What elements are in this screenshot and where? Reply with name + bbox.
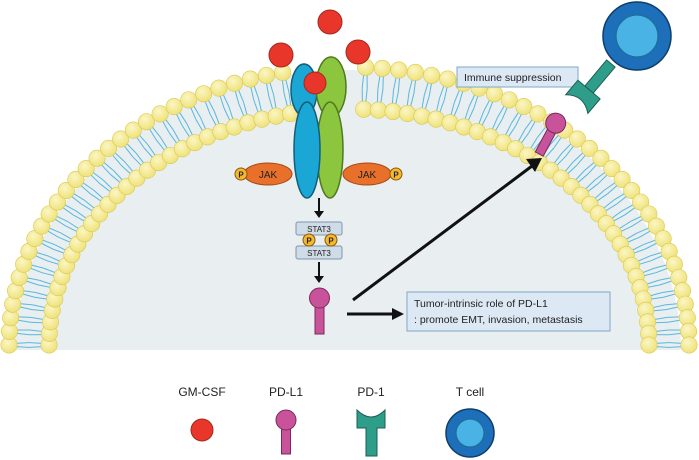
- lipid-head: [369, 101, 387, 119]
- lipid-head: [67, 170, 85, 188]
- pdl1-membrane: [534, 112, 567, 157]
- tumor-intrinsic-line1: Tumor-intrinsic role of PD-L1: [414, 298, 548, 310]
- lipid-head: [680, 336, 698, 354]
- stat3-bottom-label: STAT3: [307, 249, 331, 258]
- lipid-head: [112, 130, 130, 148]
- lipid-head: [57, 182, 75, 200]
- tcell: [602, 1, 672, 71]
- lipid-head: [77, 160, 95, 178]
- legend-pd1-label: PD-1: [357, 385, 385, 399]
- lipid-head: [137, 113, 155, 131]
- stat3-phospho-right-label: P: [328, 237, 334, 246]
- lipid-head: [390, 61, 408, 79]
- legend: GM-CSF PD-L1 PD-1 T cell: [178, 385, 495, 458]
- lipid-head: [225, 74, 243, 92]
- receptor-beta-chain: [316, 101, 344, 199]
- legend-gmcsf-icon: [190, 418, 214, 442]
- pd1-on-tcell: [564, 59, 616, 115]
- legend-tcell-icon: [445, 408, 495, 458]
- lipid-head: [623, 182, 641, 200]
- lipid-head: [267, 107, 285, 125]
- tumor-intrinsic-box: Tumor-intrinsic role of PD-L1 : promote …: [406, 291, 611, 332]
- lipid-head: [355, 100, 373, 118]
- gmcsf-molecule: [345, 39, 371, 65]
- stat3-top: [295, 221, 343, 236]
- lipid-head: [124, 121, 142, 139]
- lipid-head: [165, 98, 183, 116]
- lipid-head: [580, 139, 598, 157]
- lipid-head: [180, 91, 198, 109]
- legend-pdl1-label: PD-L1: [269, 385, 303, 399]
- lipid-head: [151, 105, 169, 123]
- receptor-alpha-chain: [293, 101, 321, 199]
- gmcsf-molecule: [268, 42, 294, 68]
- lipid-head: [40, 205, 58, 223]
- jak-left-label: JAK: [259, 170, 278, 181]
- jak-left: JAK P: [234, 162, 293, 186]
- gmcsf-molecule: [317, 9, 343, 35]
- legend-pd1-icon: [356, 408, 386, 457]
- phospho-left-icon: [234, 167, 248, 181]
- lipid-head: [592, 149, 610, 167]
- gmcsf-bound-molecule: [303, 71, 327, 95]
- lipid-head: [603, 160, 621, 178]
- stat3-phospho-left-icon: [302, 233, 316, 247]
- lipid-head: [413, 107, 431, 125]
- lipid-head: [613, 170, 631, 188]
- jak-right-label: JAK: [358, 170, 377, 181]
- gmcsf-receptor: [290, 56, 347, 199]
- lipid-head: [500, 91, 518, 109]
- lipid-head: [568, 130, 586, 148]
- lipid-head: [253, 110, 271, 128]
- arrow-pdl1-to-membrane-head: [526, 158, 542, 172]
- stat3-phospho-right-icon: [324, 233, 338, 247]
- lipid-head: [399, 105, 417, 123]
- arrow-stat-to-pdl1-head: [314, 276, 324, 283]
- arrow-receptor-to-stat-head: [314, 211, 324, 218]
- lipid-head: [640, 336, 658, 354]
- legend-pdl1-icon: [275, 409, 297, 455]
- stat3-top-label: STAT3: [307, 225, 331, 234]
- lipid-head: [48, 193, 66, 211]
- arrow-pdl1-to-membrane: [352, 164, 533, 302]
- lipid-head: [210, 79, 228, 97]
- stat3-dimer: STAT3 STAT3 P P: [295, 221, 343, 260]
- arrow-pdl1-to-tumor-box-head: [392, 308, 404, 320]
- lipid-head: [485, 85, 503, 103]
- lipid-head: [384, 103, 402, 121]
- lipid-head: [529, 105, 547, 123]
- lipid-head: [195, 85, 213, 103]
- lipid-head: [406, 63, 424, 81]
- immune-suppression-box: Immune suppression: [456, 66, 579, 88]
- lipid-head: [100, 139, 118, 157]
- phospho-right-label: P: [393, 171, 399, 180]
- lipid-head: [515, 98, 533, 116]
- cytoplasm: [15, 70, 681, 350]
- lipid-head: [439, 70, 457, 88]
- stat3-bottom: [295, 245, 343, 260]
- lipid-head: [239, 114, 257, 132]
- lipid-head: [427, 110, 445, 128]
- lipid-head: [88, 149, 106, 167]
- lipid-head: [241, 70, 259, 88]
- legend-gmcsf-label: GM-CSF: [178, 385, 225, 399]
- phospho-right-icon: [389, 167, 403, 181]
- pdl1-intracellular: [309, 287, 330, 335]
- lipid-head: [257, 66, 275, 84]
- jak-right: JAK P: [342, 162, 403, 186]
- tumor-intrinsic-line2: : promote EMT, invasion, metastasis: [414, 314, 583, 326]
- immune-suppression-label: Immune suppression: [464, 72, 562, 84]
- stat3-phospho-left-label: P: [306, 237, 312, 246]
- phospho-left-label: P: [238, 171, 244, 180]
- lipid-head: [373, 59, 391, 77]
- legend-tcell-label: T cell: [456, 385, 484, 399]
- lipid-head: [632, 193, 650, 211]
- lipid-head: [423, 66, 441, 84]
